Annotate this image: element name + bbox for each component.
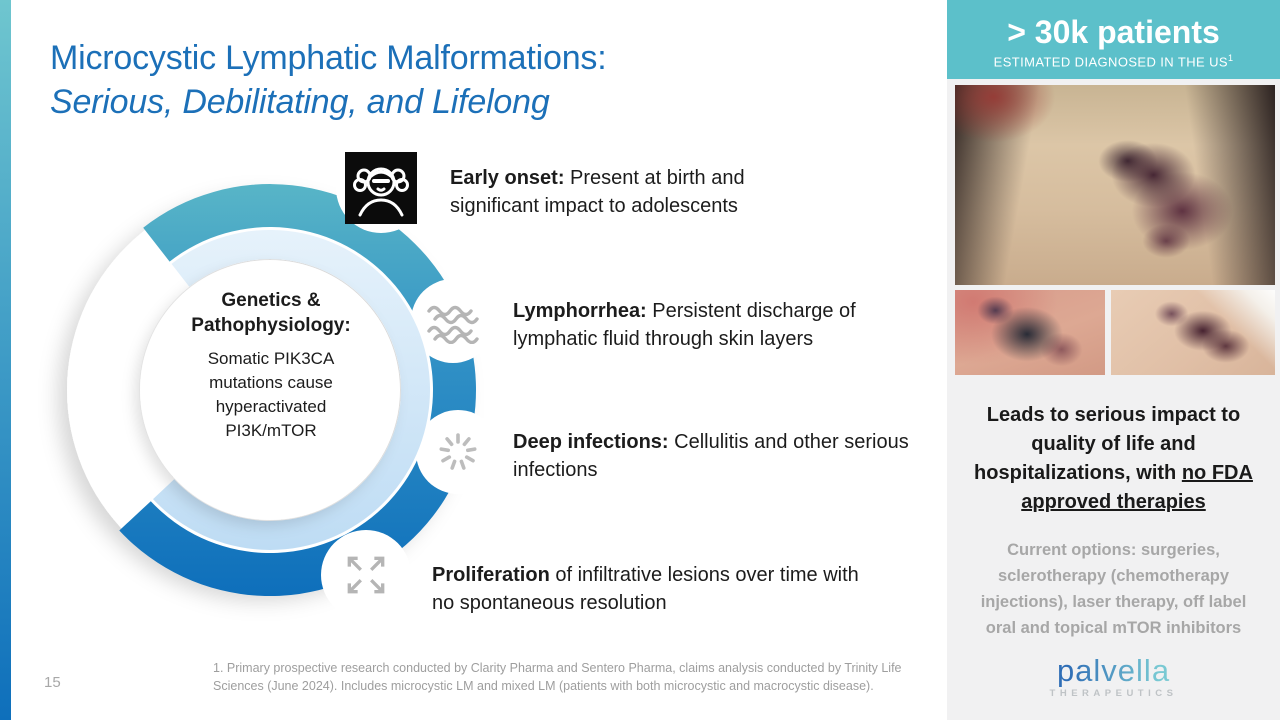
footnote: 1. Primary prospective research conducte… [213,661,902,693]
page-title: Microcystic Lymphatic Malformations: Ser… [50,36,607,124]
impact-statement: Leads to serious impact to quality of li… [969,401,1258,517]
item-early-onset-label: Early onset: [450,167,565,189]
item-lymphorrhea: Lymphorrhea: Persistent discharge of lym… [513,297,911,353]
patients-subheadline: ESTIMATED DIAGNOSED IN THE US1 [953,53,1274,69]
expand-arrows-icon [342,551,390,604]
diagram-center-heading: Genetics & Pathophysiology: [191,290,351,336]
diagram-center-text: Genetics & Pathophysiology: Somatic PIK3… [173,288,369,443]
item-lymphorrhea-text: Persistent discharge of lymphatic fluid … [513,300,856,350]
item-proliferation-label: Proliferation [432,564,550,586]
lesion-photo-small-left [955,290,1105,376]
patients-subheadline-footnote-ref: 1 [1227,53,1234,63]
title-line-2: Serious, Debilitating, and Lifelong [50,83,550,121]
item-deep-infections-label: Deep infections: [513,431,669,453]
burst-icon [432,426,484,483]
item-deep-infections-text: Cellulitis and other serious infections [513,431,909,481]
impact-statement-underlined: no FDA approved therapies [1021,462,1253,514]
page-number: 15 [44,674,61,691]
lesion-photo-large [955,85,1275,286]
patients-headline: > 30k patients [1007,14,1220,50]
notch-arrows [321,530,411,620]
lesion-photos [947,79,1280,376]
lesion-photo-small-right [1111,290,1275,376]
item-early-onset-text: Present at birth and significant impact … [450,167,745,217]
palvella-logo: palvella THERAPEUTICS [947,653,1280,700]
sidebar: > 30k patients ESTIMATED DIAGNOSED IN TH… [947,0,1280,720]
ring-light-arc [153,229,431,550]
patients-header: > 30k patients ESTIMATED DIAGNOSED IN TH… [947,0,1280,80]
ring-center-circle [140,260,400,520]
current-options-text: Current options: surgeries, sclerotherap… [980,541,1247,638]
left-accent-bar [0,0,11,720]
palvella-logo-subtitle: THERAPEUTICS [1049,688,1178,700]
palvella-logo-wordmark: palvella [1056,653,1171,689]
notch-burst [416,410,500,494]
title-line-1: Microcystic Lymphatic Malformations: [50,39,607,77]
item-proliferation: Proliferation of infiltrative lesions ov… [432,561,874,617]
waves-icon [426,300,480,349]
ring-colored-arc [119,184,476,597]
diagram-center-body: Somatic PIK3CA mutations cause hyperacti… [207,349,335,440]
child-icon [345,152,417,224]
item-proliferation-text: of infiltrative lesions over time with n… [432,564,859,614]
patients-subheadline-text: ESTIMATED DIAGNOSED IN THE US [993,54,1228,70]
impact-statement-text: Leads to serious impact to quality of li… [974,404,1241,485]
item-deep-infections: Deep infections: Cellulitis and other se… [513,428,913,484]
item-early-onset: Early onset: Present at birth and signif… [450,164,818,220]
item-lymphorrhea-label: Lymphorrhea: [513,300,647,322]
